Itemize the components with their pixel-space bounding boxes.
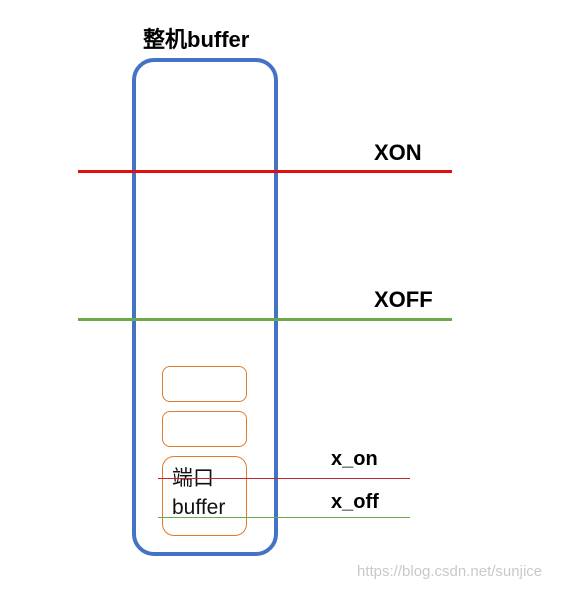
- port-xon-threshold-line: [158, 478, 410, 479]
- xon-label: XON: [374, 140, 422, 165]
- port-buffer-box: [162, 456, 247, 536]
- port-buffer-slot: [162, 366, 247, 402]
- port-buffer-label-line2: buffer: [172, 496, 226, 519]
- port-xoff-label: x_off: [331, 491, 379, 513]
- device-buffer-box: [132, 58, 278, 556]
- port-buffer-slot: [162, 411, 247, 447]
- xon-threshold-line: [78, 170, 452, 173]
- port-xon-label: x_on: [331, 448, 378, 470]
- port-buffer-label: 端口 buffer: [172, 464, 225, 522]
- xoff-threshold-line: [78, 318, 452, 321]
- xoff-label: XOFF: [374, 287, 433, 312]
- diagram-title: 整机buffer: [143, 27, 250, 52]
- port-xoff-threshold-line: [158, 517, 410, 518]
- watermark: https://blog.csdn.net/sunjice: [357, 563, 543, 580]
